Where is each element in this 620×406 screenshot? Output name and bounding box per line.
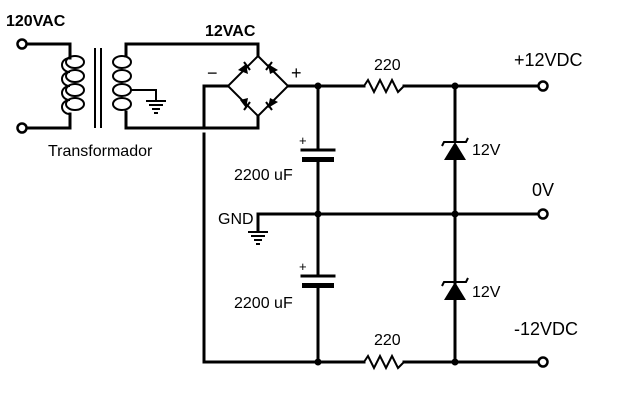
zener-top: [441, 137, 469, 160]
bridge-minus-label: −: [207, 63, 218, 83]
output-terminal-negative: [537, 356, 549, 368]
secondary-coil: [112, 55, 132, 69]
resistor-top-label: 220: [374, 57, 401, 74]
bridge-plus-label: +: [291, 63, 302, 83]
resistor-bottom: [363, 353, 405, 371]
capacitor-bottom-polarity: +: [299, 259, 307, 274]
transformer-label: Transformador: [48, 143, 153, 160]
output-negative-label: -12VDC: [514, 319, 578, 339]
zener-bottom-label: 12V: [472, 284, 501, 301]
capacitor-top-label: 2200 uF: [234, 167, 293, 184]
gnd-label: GND: [218, 211, 254, 228]
capacitor-top: [300, 148, 336, 162]
output-positive-label: +12VDC: [514, 50, 583, 70]
output-terminal-zero: [537, 208, 549, 220]
capacitor-bottom-label: 2200 uF: [234, 295, 293, 312]
input-voltage-label: 120VAC: [6, 13, 66, 30]
output-terminal-positive: [537, 80, 549, 92]
secondary-voltage-label: 12VAC: [205, 23, 256, 40]
input-terminal-top: [16, 38, 28, 50]
capacitor-top-polarity: +: [299, 133, 307, 148]
capacitor-bottom: [300, 274, 336, 288]
zener-top-label: 12V: [472, 142, 501, 159]
resistor-bottom-label: 220: [374, 332, 401, 349]
zener-bottom: [441, 277, 469, 300]
input-terminal-bottom: [16, 122, 28, 134]
transformer: [16, 38, 260, 134]
resistor-top: [363, 77, 405, 95]
bridge-rectifier: [198, 42, 366, 364]
output-zero-label: 0V: [532, 180, 554, 200]
